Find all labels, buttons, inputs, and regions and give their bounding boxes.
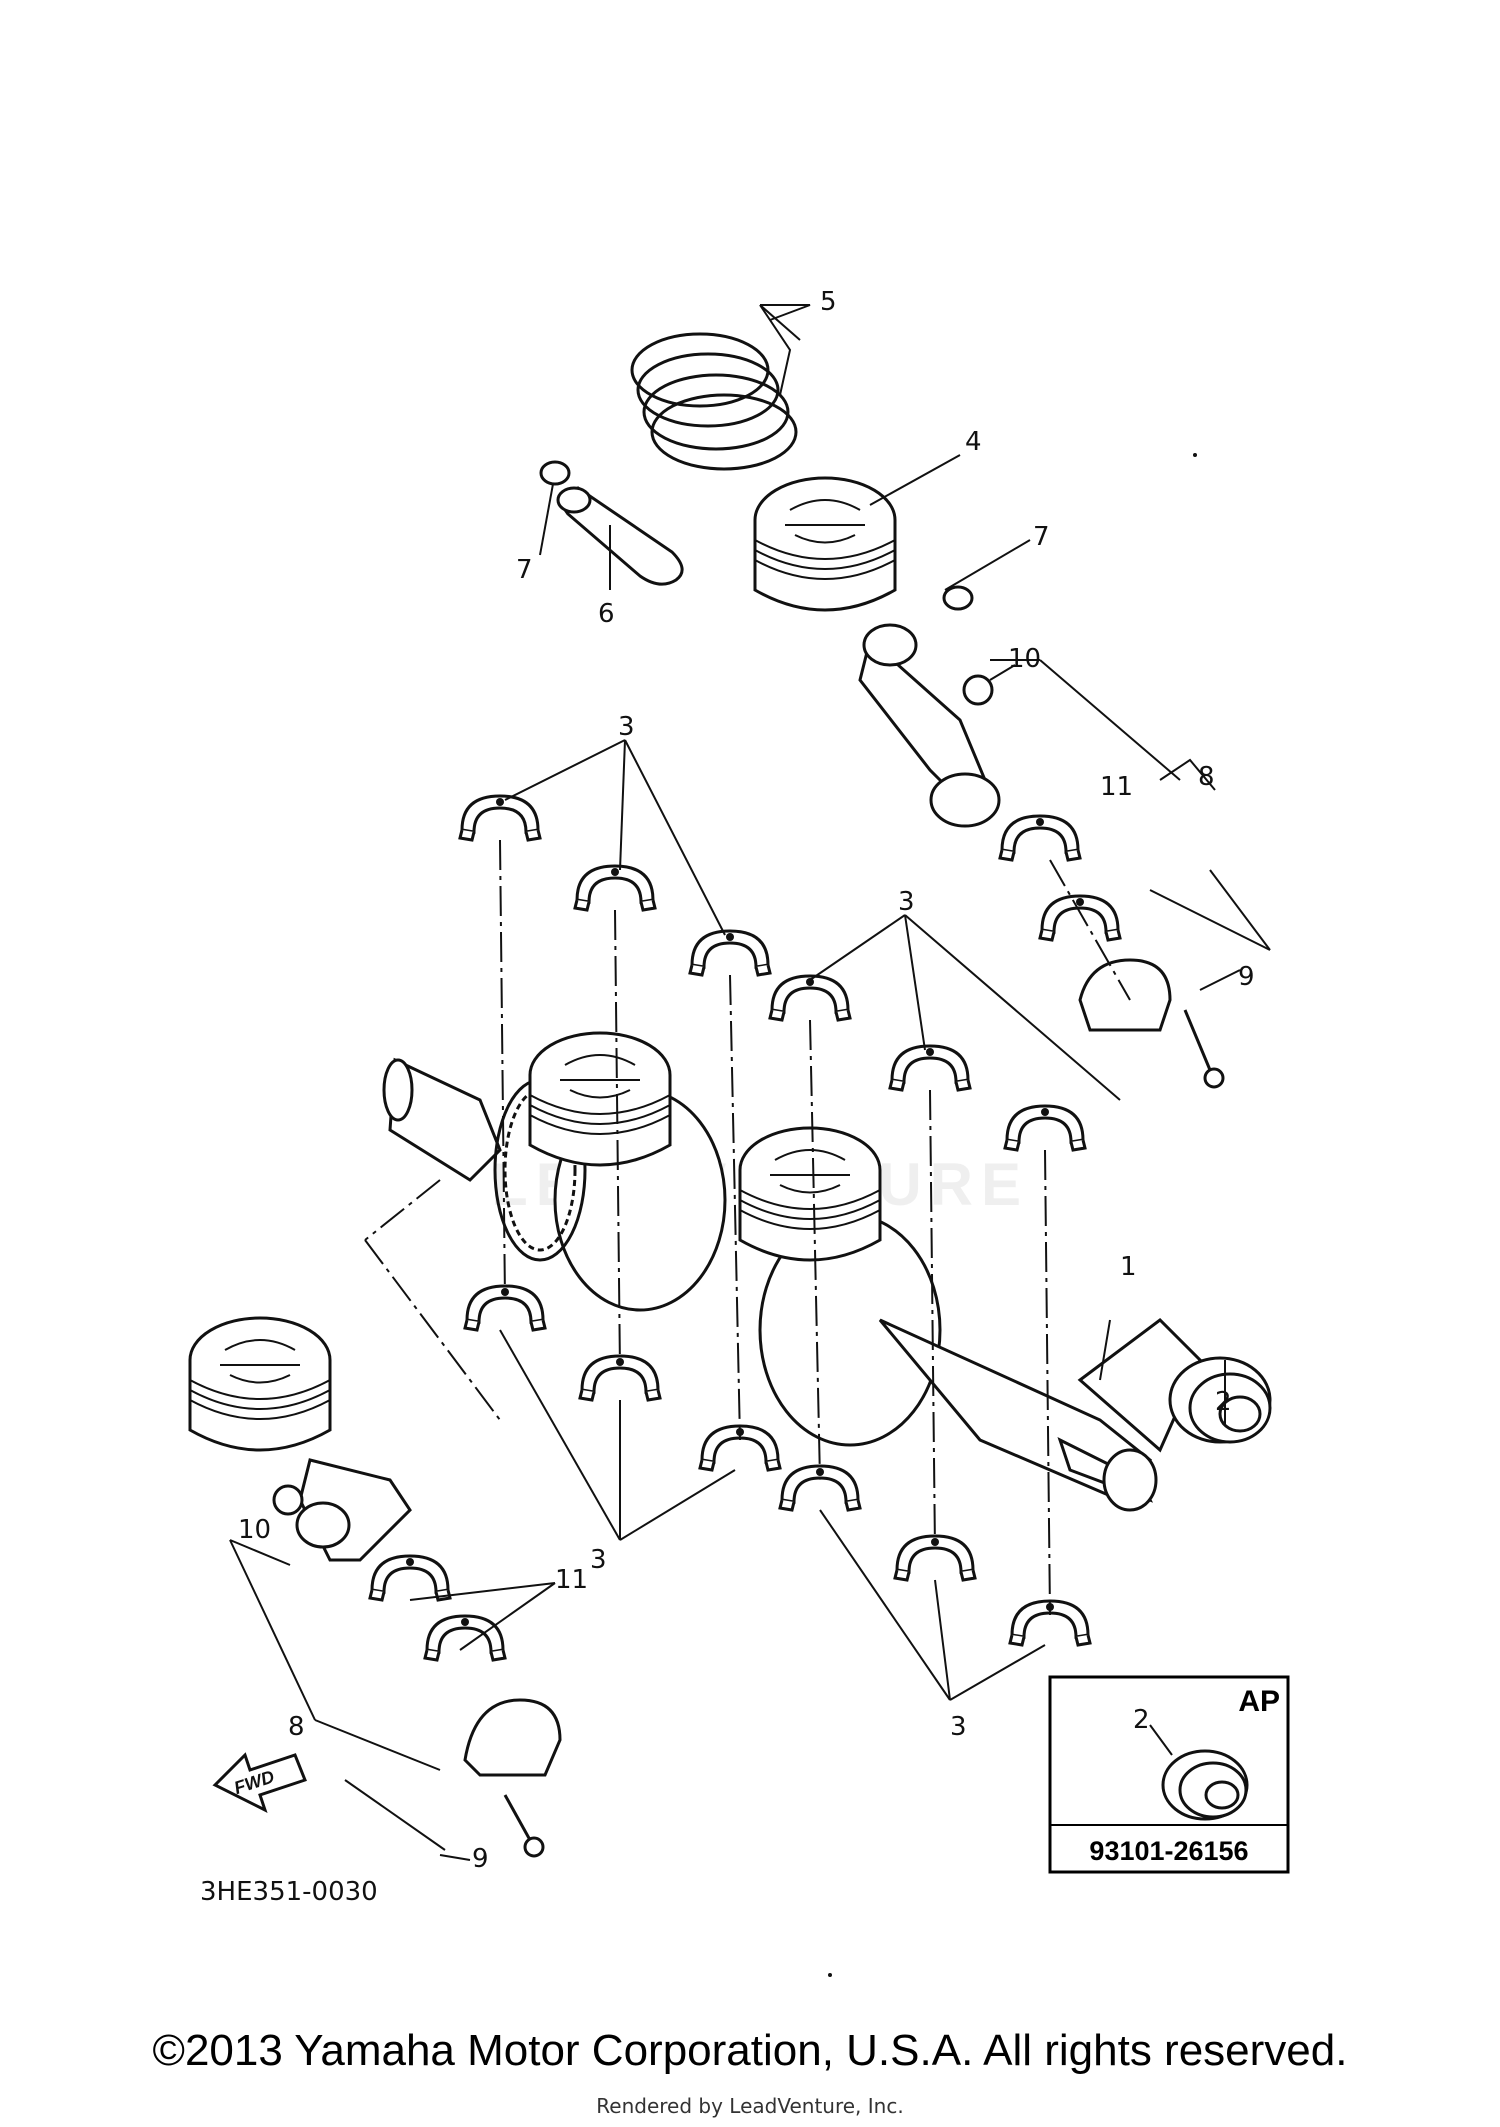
connecting-rod-lower — [295, 1458, 412, 1562]
inset-part-number: 93101-26156 — [1089, 1836, 1248, 1866]
callout-3-a: 3 — [618, 712, 635, 742]
speck-mark-bottom — [828, 1973, 832, 1977]
main-bearing-4 — [768, 974, 852, 1022]
callout-3-c: 3 — [590, 1545, 607, 1575]
piston-pin — [556, 486, 684, 586]
rod-bearing-upper-b — [1038, 894, 1122, 942]
callout-5: 5 — [820, 287, 837, 317]
rod-bolt-upper — [1183, 1009, 1225, 1089]
callout-2: 2 — [1215, 1387, 1232, 1417]
fwd-arrow: FWD — [212, 1752, 307, 1813]
circlip-right — [942, 585, 974, 611]
connecting-rod-upper — [858, 623, 1001, 828]
callout-9-lower: 9 — [472, 1844, 489, 1874]
callout-3-b: 3 — [898, 887, 915, 917]
inset-oil-seal — [1161, 1749, 1249, 1821]
rod-nut-lower — [272, 1484, 304, 1516]
rendered-by-text: Rendered by LeadVenture, Inc. — [596, 2094, 904, 2118]
piston-lower-left — [188, 1316, 332, 1452]
rod-cap-upper — [1078, 958, 1172, 1032]
callout-8-lower: 8 — [288, 1712, 305, 1742]
circlip-left — [539, 460, 571, 486]
callout-10-lower: 10 — [238, 1515, 271, 1545]
callout-6: 6 — [598, 599, 615, 629]
inset-box: AP 2 93101-26156 — [1048, 1675, 1290, 1874]
rod-bolt-lower — [503, 1794, 545, 1858]
main-bearing-12 — [1008, 1599, 1092, 1647]
callout-11-lower: 11 — [555, 1565, 588, 1595]
callout-10-upper: 10 — [1008, 644, 1041, 674]
main-bearing-6 — [1003, 1104, 1087, 1152]
speck-mark-top — [1193, 453, 1197, 457]
callout-9-upper: 9 — [1238, 962, 1255, 992]
piston-crank-right — [738, 1126, 882, 1262]
inset-callout: 2 — [1133, 1705, 1150, 1735]
piston-upper — [753, 476, 897, 612]
alignment-lines — [364, 839, 1131, 1616]
main-bearing-1 — [458, 794, 542, 842]
callout-3-d: 3 — [950, 1712, 967, 1742]
diagram-code: 3HE351-0030 — [200, 1877, 378, 1907]
rod-bearing-lower-b — [423, 1614, 507, 1662]
callout-7-right: 7 — [1033, 522, 1050, 552]
copyright-text: ©2013 Yamaha Motor Corporation, U.S.A. A… — [152, 2026, 1348, 2075]
main-bearing-2 — [573, 864, 657, 912]
leader-lines — [229, 304, 1271, 1861]
rod-cap-lower — [463, 1698, 562, 1777]
callout-1: 1 — [1120, 1252, 1137, 1282]
inset-label: AP — [1238, 1685, 1280, 1718]
piston-rings — [630, 332, 798, 471]
rod-nut-upper — [962, 674, 994, 706]
callout-4: 4 — [965, 427, 982, 457]
main-bearing-5 — [888, 1044, 972, 1092]
callout-8-upper: 8 — [1198, 762, 1215, 792]
rod-bearing-lower-a — [368, 1554, 452, 1602]
callout-7-left: 7 — [516, 555, 533, 585]
rod-bearing-upper-a — [998, 814, 1082, 862]
main-bearing-3 — [688, 929, 772, 977]
oil-seal — [1168, 1356, 1272, 1444]
main-bearing-9 — [698, 1424, 782, 1472]
piston-crank-left — [528, 1031, 672, 1167]
callout-11-upper: 11 — [1100, 772, 1133, 802]
